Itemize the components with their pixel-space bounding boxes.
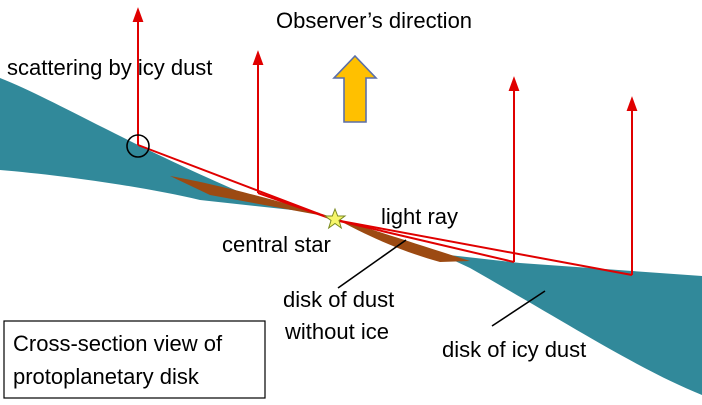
light-ray-to-near-left-point (257, 192, 336, 221)
scattering-circle (126, 134, 150, 158)
leader-dust-no-ice (337, 239, 407, 289)
dust-disk-left (170, 176, 335, 218)
light-ray-to-far-right-point (334, 219, 633, 276)
leader-icy-dust (491, 290, 546, 327)
light-ray-to-near-right-point (334, 219, 515, 263)
caption-line1: Cross-section view of (13, 331, 223, 356)
icy-disk-right (440, 254, 702, 395)
dust-without-ice-label-line2: without ice (284, 319, 389, 344)
observer-ray-1-arrowhead (132, 7, 144, 22)
observer-direction-arrow-icon (332, 54, 378, 123)
observer-ray-2-arrowhead (252, 50, 264, 65)
observer-ray-4-arrowhead (626, 96, 638, 111)
central-star-label: central star (222, 232, 331, 257)
light-rays (137, 144, 633, 276)
central-star-icon (323, 207, 347, 230)
observer-direction-label: Observer’s direction (276, 8, 472, 33)
icy-dust-label: disk of icy dust (442, 337, 586, 362)
observer-rays (132, 7, 638, 275)
light-ray-label: light ray (381, 204, 458, 229)
dust-disk-right (335, 218, 470, 262)
caption-line2: protoplanetary disk (13, 364, 200, 389)
dust-without-ice-label-line1: disk of dust (283, 287, 394, 312)
leader-lines (337, 239, 546, 327)
scattering-label: scattering by icy dust (7, 55, 212, 80)
observer-ray-3-arrowhead (508, 76, 520, 91)
caption-box (3, 320, 266, 399)
icy-disk-left (0, 78, 320, 213)
